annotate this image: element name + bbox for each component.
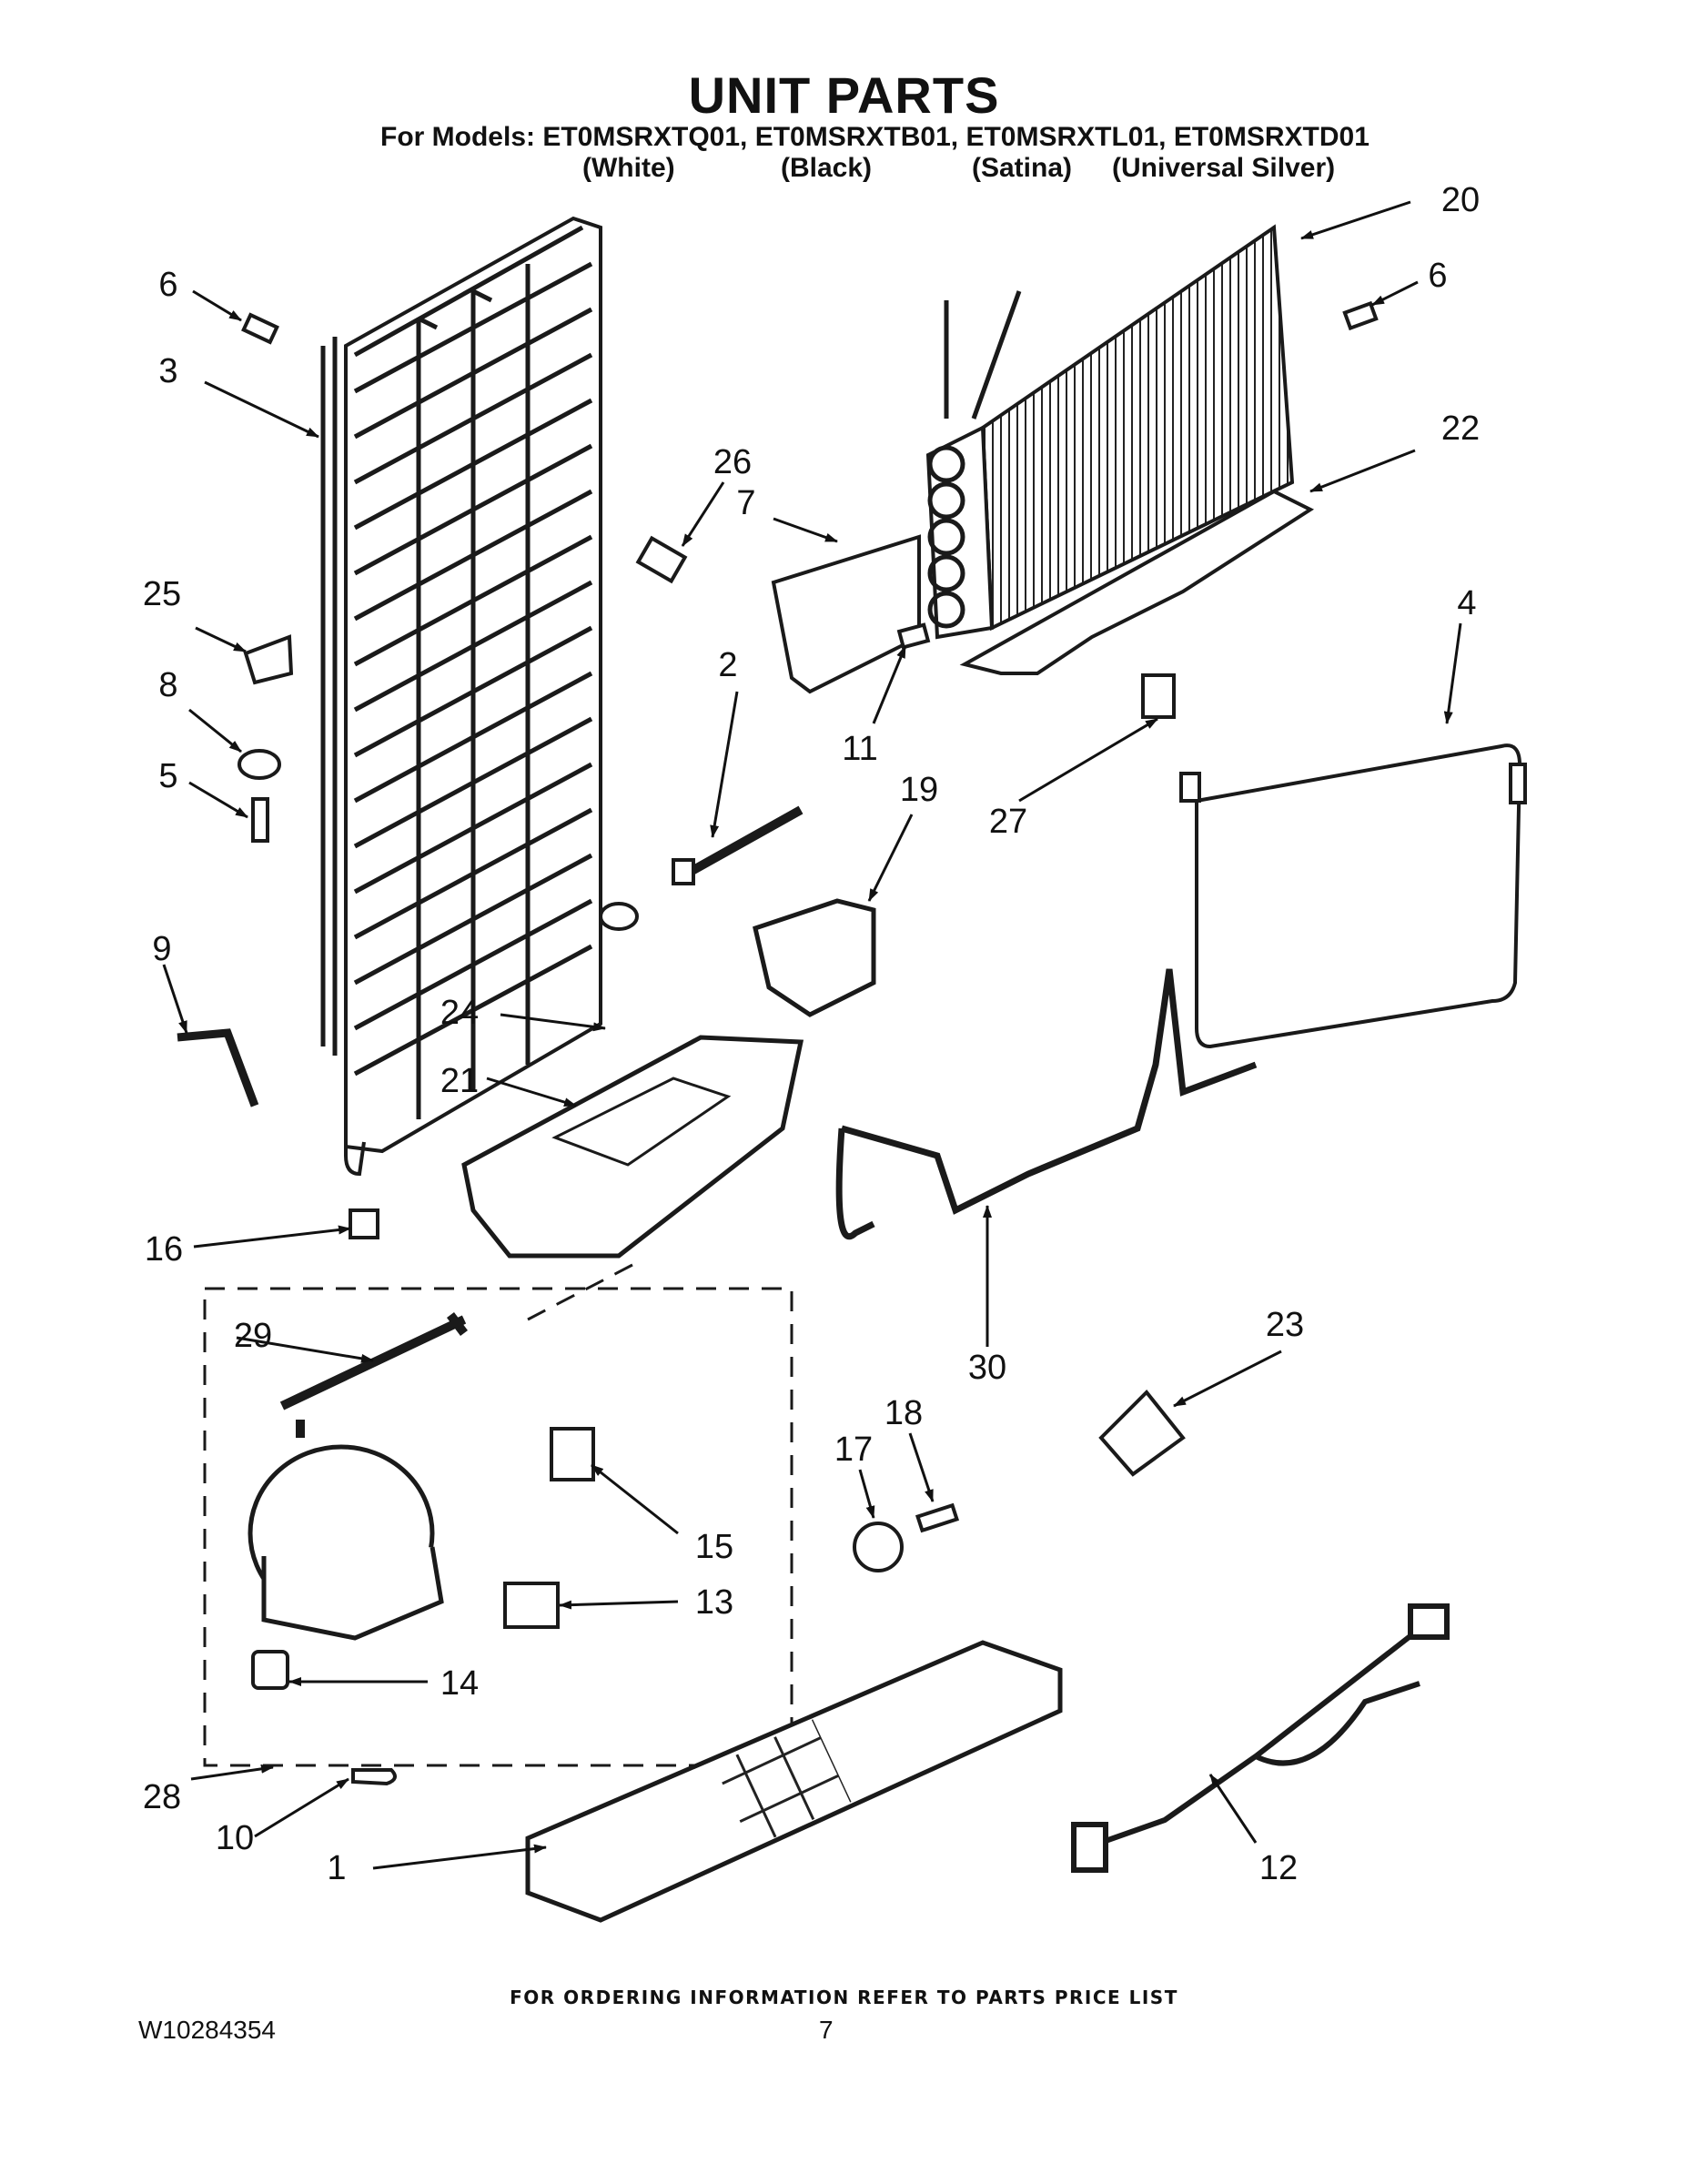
condenser-coil-part [320, 216, 602, 1177]
callout-3: 3 [158, 352, 177, 390]
callout-2: 2 [718, 646, 737, 684]
wire-harness-part [1071, 1603, 1450, 1873]
callout-5: 5 [158, 757, 177, 795]
callout-21: 21 [440, 1062, 479, 1100]
callout-18: 18 [884, 1394, 923, 1432]
callout-4: 4 [1457, 584, 1476, 622]
callout-24: 24 [440, 994, 479, 1032]
color-white: (White) [582, 153, 675, 183]
page-number: 7 [819, 2016, 834, 2044]
ordering-note: FOR ORDERING INFORMATION REFER TO PARTS … [510, 1987, 1178, 2008]
grommet-and-screw [853, 1502, 960, 1572]
callout-28: 28 [143, 1778, 181, 1816]
callout-9: 9 [152, 930, 171, 968]
callout-20: 20 [1441, 181, 1480, 219]
callout-1: 1 [327, 1849, 346, 1887]
compressor-kit [203, 1263, 793, 1767]
small-hardware [177, 300, 1379, 1786]
callout-13: 13 [695, 1583, 733, 1622]
color-universal-silver: (Universal Silver) [1112, 153, 1336, 183]
tubing-part [835, 968, 1258, 1240]
callout-7: 7 [736, 484, 755, 522]
callout-27: 27 [989, 803, 1027, 841]
bracket-part [771, 534, 921, 694]
drain-pan-part [461, 1035, 804, 1259]
document-number: W10284354 [138, 2016, 277, 2044]
callout-15: 15 [695, 1528, 733, 1566]
callout-22: 22 [1441, 410, 1480, 448]
callout-labels: 1 2 3 4 5 6 6 7 8 9 10 11 12 13 14 15 16… [143, 181, 1480, 1887]
base-plate-grid [713, 1719, 852, 1848]
callout-leaders [162, 200, 1462, 1870]
callout-11: 11 [842, 730, 877, 768]
callout-17: 17 [834, 1431, 873, 1469]
cable-tie-part [672, 805, 804, 885]
page-title: UNIT PARTS [688, 66, 1000, 124]
evaporator-part [925, 224, 1295, 640]
color-black: (Black) [781, 153, 873, 183]
callout-8: 8 [158, 666, 177, 704]
plug-part [635, 535, 688, 584]
cover-part [753, 898, 876, 1017]
model-list: For Models: ET0MSRXTQ01, ET0MSRXTB01, ET… [380, 122, 1370, 152]
heater-part [1179, 743, 1527, 1049]
drain-pan-detail [551, 1077, 732, 1167]
callout-14: 14 [440, 1664, 479, 1703]
callout-29: 29 [234, 1317, 272, 1355]
callout-30: 30 [968, 1349, 1006, 1387]
callout-26: 26 [713, 443, 752, 481]
callout-12: 12 [1259, 1849, 1298, 1887]
color-satina: (Satina) [972, 153, 1073, 183]
callout-25: 25 [143, 575, 181, 613]
drain-trough-part [959, 489, 1315, 675]
callout-19: 19 [900, 771, 938, 809]
callout-23: 23 [1266, 1306, 1304, 1344]
callout-6-right: 6 [1428, 257, 1447, 295]
callout-16: 16 [145, 1230, 183, 1269]
callout-6-left: 6 [158, 266, 177, 304]
callout-10: 10 [216, 1819, 254, 1857]
